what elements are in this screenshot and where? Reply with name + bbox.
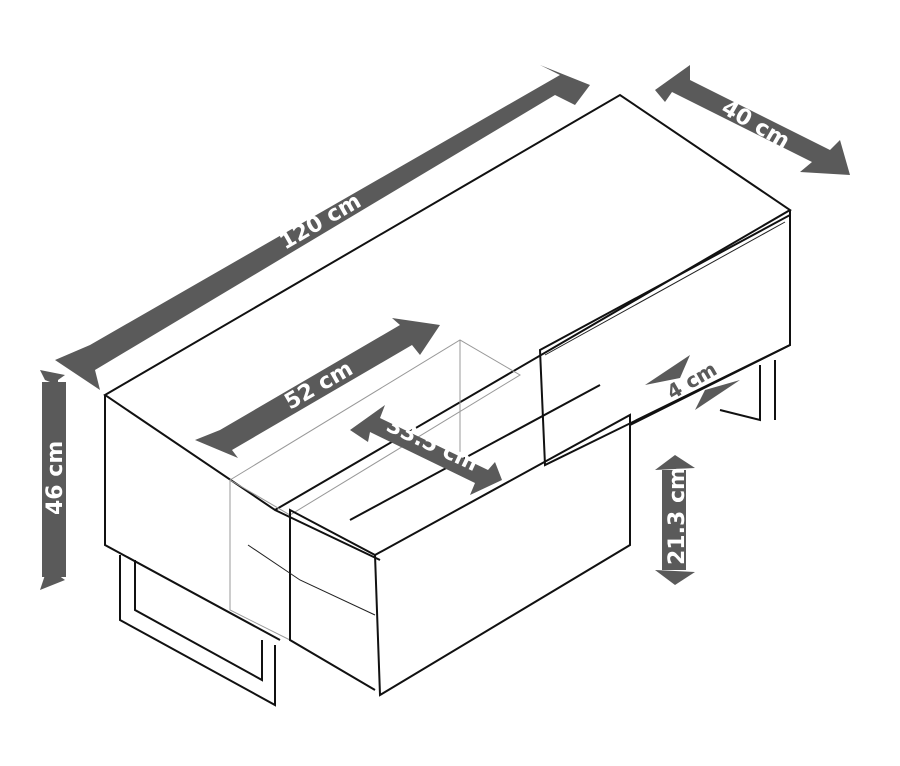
table-body	[103, 93, 792, 641]
svg-text:52 cm: 52 cm	[281, 356, 358, 415]
svg-text:21.3 cm: 21.3 cm	[665, 467, 690, 565]
dim-21-3: 21.3 cm	[655, 455, 695, 585]
table-legs	[119, 360, 776, 707]
dim-40: 40 cm	[655, 65, 850, 175]
dim-120: 120 cm	[55, 65, 590, 390]
svg-text:120 cm: 120 cm	[276, 189, 366, 255]
dim-4: 4 cm	[645, 355, 740, 410]
dim-46: 46 cm	[40, 370, 68, 590]
open-drawer	[229, 339, 631, 697]
svg-text:40 cm: 40 cm	[717, 96, 794, 155]
svg-text:46 cm: 46 cm	[43, 441, 68, 515]
